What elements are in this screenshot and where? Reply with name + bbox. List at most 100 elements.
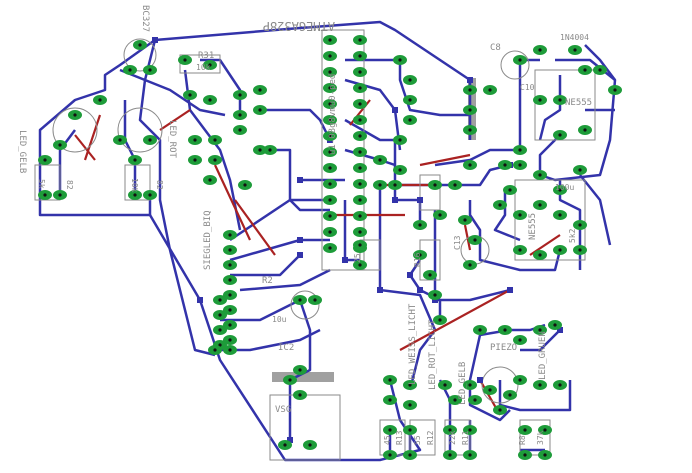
drill-hole — [228, 293, 232, 297]
drill-hole — [408, 118, 412, 122]
drill-hole — [148, 138, 152, 142]
drill-hole — [358, 38, 362, 42]
drill-hole — [358, 243, 362, 247]
drill-hole — [538, 328, 542, 332]
drill-hole — [558, 133, 562, 137]
drill-hole — [538, 98, 542, 102]
drill-hole — [328, 118, 332, 122]
drill-hole — [228, 338, 232, 342]
drill-hole — [358, 86, 362, 90]
drill-hole — [488, 88, 492, 92]
drill-hole — [358, 214, 362, 218]
drill-hole — [228, 278, 232, 282]
drill-hole — [228, 323, 232, 327]
r-22k-value: 22k — [448, 430, 457, 445]
drill-hole — [538, 383, 542, 387]
c8-ring — [500, 50, 530, 80]
r16-label: R16 — [413, 252, 422, 267]
led-rot-label: LED_ROT — [167, 120, 177, 159]
drill-hole — [283, 443, 287, 447]
drill-hole — [358, 263, 362, 267]
drill-hole — [573, 48, 577, 52]
drill-hole — [358, 134, 362, 138]
vsg-label: VSG — [275, 405, 291, 415]
drill-hole — [228, 348, 232, 352]
drill-hole — [523, 453, 527, 457]
via — [287, 437, 293, 443]
drill-hole — [298, 368, 302, 372]
drill-hole — [518, 338, 522, 342]
drill-hole — [428, 273, 432, 277]
drill-hole — [518, 213, 522, 217]
drill-hole — [378, 183, 382, 187]
r-55-value: 55 — [413, 435, 422, 445]
drill-hole — [543, 453, 547, 457]
drill-hole — [313, 298, 317, 302]
via — [407, 272, 413, 278]
r12-outline — [409, 419, 436, 456]
r-37k-value: 37k — [536, 430, 545, 445]
drill-hole — [218, 328, 222, 332]
via — [467, 77, 473, 83]
drill-hole — [578, 223, 582, 227]
drill-hole — [463, 218, 467, 222]
drill-hole — [613, 88, 617, 92]
drill-hole — [328, 102, 332, 106]
drill-hole — [398, 138, 402, 142]
drill-hole — [473, 398, 477, 402]
c8-label: C8 — [490, 43, 501, 53]
drill-hole — [268, 148, 272, 152]
drill-hole — [358, 118, 362, 122]
c10u-ring — [290, 290, 320, 320]
drill-hole — [228, 233, 232, 237]
r31-value: 10k — [196, 63, 211, 72]
drill-hole — [308, 443, 312, 447]
drill-hole — [328, 86, 332, 90]
drill-hole — [58, 193, 62, 197]
drill-hole — [443, 383, 447, 387]
r2-label: R2 — [262, 276, 273, 286]
drill-hole — [558, 188, 562, 192]
drill-hole — [258, 148, 262, 152]
drill-hole — [553, 323, 557, 327]
drill-hole — [538, 173, 542, 177]
r-82b-value: 82 — [155, 180, 164, 190]
drill-hole — [518, 378, 522, 382]
drill-hole — [128, 68, 132, 72]
drill-hole — [118, 138, 122, 142]
drill-hole — [543, 428, 547, 432]
drill-hole — [468, 88, 472, 92]
r-82-value: 82 — [65, 180, 74, 190]
c10u-label: 10u — [272, 315, 287, 324]
drill-hole — [518, 148, 522, 152]
drill-hole — [213, 138, 217, 142]
ne555-mid-label: NE555 — [528, 213, 538, 240]
drill-hole — [438, 318, 442, 322]
drill-hole — [508, 393, 512, 397]
drill-hole — [518, 248, 522, 252]
piezo-label: PIEZO — [490, 343, 517, 353]
drill-hole — [388, 453, 392, 457]
r-outline-mid — [419, 174, 441, 211]
via — [417, 287, 423, 293]
drill-hole — [378, 158, 382, 162]
ne555-top-outline — [534, 69, 596, 141]
ne555-outline — [514, 179, 586, 261]
drill-hole — [388, 398, 392, 402]
ic2-label: IC2 — [278, 343, 294, 353]
led-gruen-label: LED_GRUEN — [538, 331, 548, 380]
r31-outline — [179, 54, 221, 74]
drill-hole — [388, 378, 392, 382]
led-gelb-ring — [52, 107, 98, 153]
drill-hole — [43, 158, 47, 162]
drill-hole — [218, 298, 222, 302]
r-5k-outline — [34, 164, 61, 201]
led-gelb-label: LED_GELB — [17, 130, 27, 173]
drill-hole — [208, 63, 212, 67]
r8-outline — [519, 419, 551, 456]
drill-hole — [328, 182, 332, 186]
drill-hole — [498, 408, 502, 412]
cap-100u-label: 100u — [555, 183, 574, 192]
drill-hole — [213, 348, 217, 352]
drill-hole — [208, 98, 212, 102]
